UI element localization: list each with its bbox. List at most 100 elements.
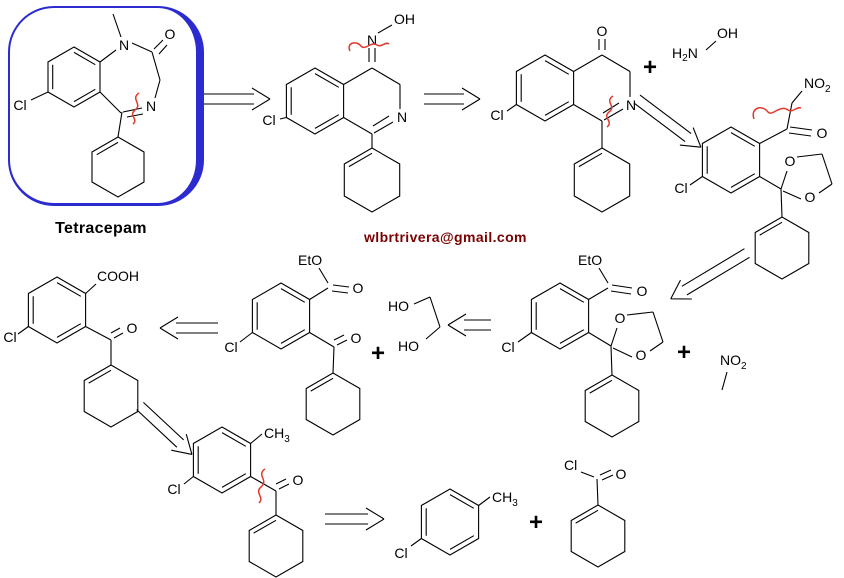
benzene-ring [285, 67, 345, 135]
ketone-o-label: O [127, 320, 138, 336]
plus-sign-1: + [643, 54, 657, 81]
n-methyl-bond [112, 13, 122, 38]
benzene-inner-double-bonds [256, 288, 306, 344]
cl-label: Cl [501, 339, 514, 355]
disconnection-mark-1 [131, 92, 140, 125]
cyclohexenyl-link-bond [780, 188, 783, 218]
aryl-carbonyl-bond [85, 326, 112, 341]
ring-n-label: N [626, 97, 636, 113]
target-molecule-highlight-box [8, 6, 204, 206]
retro-arrow-7 [136, 401, 193, 455]
glycol-bonds [413, 296, 441, 340]
ketone-double-bond [599, 469, 614, 481]
molecule-ester-ketal: EtO O O O Cl [501, 252, 664, 438]
molecule-nitromethane: NO2 [720, 352, 747, 391]
cooh-label: COOH [97, 268, 139, 284]
cyclohexene-ring [83, 364, 139, 428]
benzene-ring [515, 54, 575, 122]
oxime-double-bond [368, 48, 376, 62]
aryl-carbonyl-bond [309, 332, 335, 348]
aryl-ester-bond [588, 287, 609, 300]
benzene-ring [27, 276, 87, 344]
ho-top-label: HO [388, 298, 409, 314]
molecule-methyl-ketone: CH3 O Cl [167, 425, 304, 578]
molecule-ester-ketone: EtO O O Cl [224, 252, 364, 436]
molecule-isoquinolinone: O N Cl [490, 23, 636, 213]
arrow-shape [633, 94, 702, 148]
ketal-link-bond [759, 176, 782, 190]
cyclohexene-ring [91, 136, 145, 198]
benzene-ring [701, 126, 761, 194]
molecule-oxime-isoquinoline: OH N N Cl [262, 11, 415, 213]
n-o-bond [705, 40, 717, 51]
benzene-ring [251, 282, 311, 350]
ester-double-bond [610, 284, 633, 295]
cl-label: Cl [13, 97, 26, 113]
methyl-bond [250, 433, 263, 444]
cl-label: Cl [262, 112, 275, 128]
benzene-inner-double-bonds [535, 288, 585, 344]
diazepine-ring-bonds [99, 42, 161, 118]
retro-arrow-8 [325, 507, 385, 531]
ch3-label: CH3 [264, 425, 290, 445]
plus-sign-4: + [529, 509, 543, 536]
retro-arrow-1 [204, 87, 271, 111]
cl-label: Cl [167, 481, 180, 497]
n-oh-bond [377, 24, 393, 34]
retro-arrow-2 [424, 87, 481, 111]
cl-label: Cl [490, 107, 503, 123]
ch3-label: CH3 [492, 489, 518, 509]
arrow-shape [204, 87, 271, 111]
dioxolane-ring-bonds [780, 153, 833, 200]
chloro-bond [517, 332, 532, 343]
eto-bond [598, 267, 609, 284]
n1-label: N [119, 37, 129, 53]
ketone-o-label: O [293, 472, 304, 488]
cl-carbonyl-bond [580, 471, 595, 478]
ketone-double-bond [275, 478, 290, 490]
ketone-o-label: O [597, 23, 608, 39]
cyclohexene-ring [754, 216, 810, 280]
arrow-shape [447, 313, 491, 337]
benzene-ring [47, 46, 101, 108]
aryl-carbonyl-bond [759, 128, 788, 144]
chloro-bond [183, 476, 194, 485]
ketone-o-label: O [817, 125, 828, 141]
benzene-inner-double-bonds [32, 282, 82, 338]
chloro-bond [506, 104, 517, 112]
ester-double-bond [331, 284, 350, 294]
cl-label: Cl [224, 339, 237, 355]
benzene-inner-double-bonds [520, 60, 570, 116]
molecule-keto-acid: COOH O Cl [3, 268, 139, 428]
oh-label: OH [717, 25, 738, 41]
ketone-o-label: O [165, 26, 176, 42]
eto-label: EtO [298, 252, 322, 268]
ho-bottom-label: HO [398, 338, 419, 354]
arrow-shape [159, 316, 218, 340]
methyl-bond [721, 371, 728, 391]
dioxolane-o2-label: O [805, 189, 816, 205]
arrow-shape [325, 507, 385, 531]
chloro-bond [17, 326, 29, 335]
retro-arrow-5 [447, 313, 491, 337]
dioxolane-o1-label: O [615, 310, 626, 326]
plus-sign-3: + [371, 340, 385, 367]
benzene-inner-double-bonds [197, 432, 247, 488]
cl-label: Cl [674, 180, 687, 196]
arrow-shape [136, 401, 193, 455]
disconnection-mark-5 [257, 468, 266, 504]
cyclohexene-ring [584, 374, 640, 438]
cyclohexene-ring [573, 147, 631, 213]
nitromethyl-bonds [786, 90, 803, 130]
ketone-double-bond [110, 327, 124, 339]
benzene-inner-double-bonds [290, 73, 340, 129]
no2-label: NO2 [804, 75, 831, 95]
ester-o-label: O [353, 280, 364, 296]
cyclohexene-ring [343, 147, 401, 213]
cyclohexenyl-link-bond [610, 345, 613, 376]
aryl-ester-bond [309, 287, 329, 300]
benzene-inner-double-bonds [425, 494, 475, 550]
chloro-bond [30, 91, 49, 101]
carbonyl-double-bond [153, 39, 168, 55]
